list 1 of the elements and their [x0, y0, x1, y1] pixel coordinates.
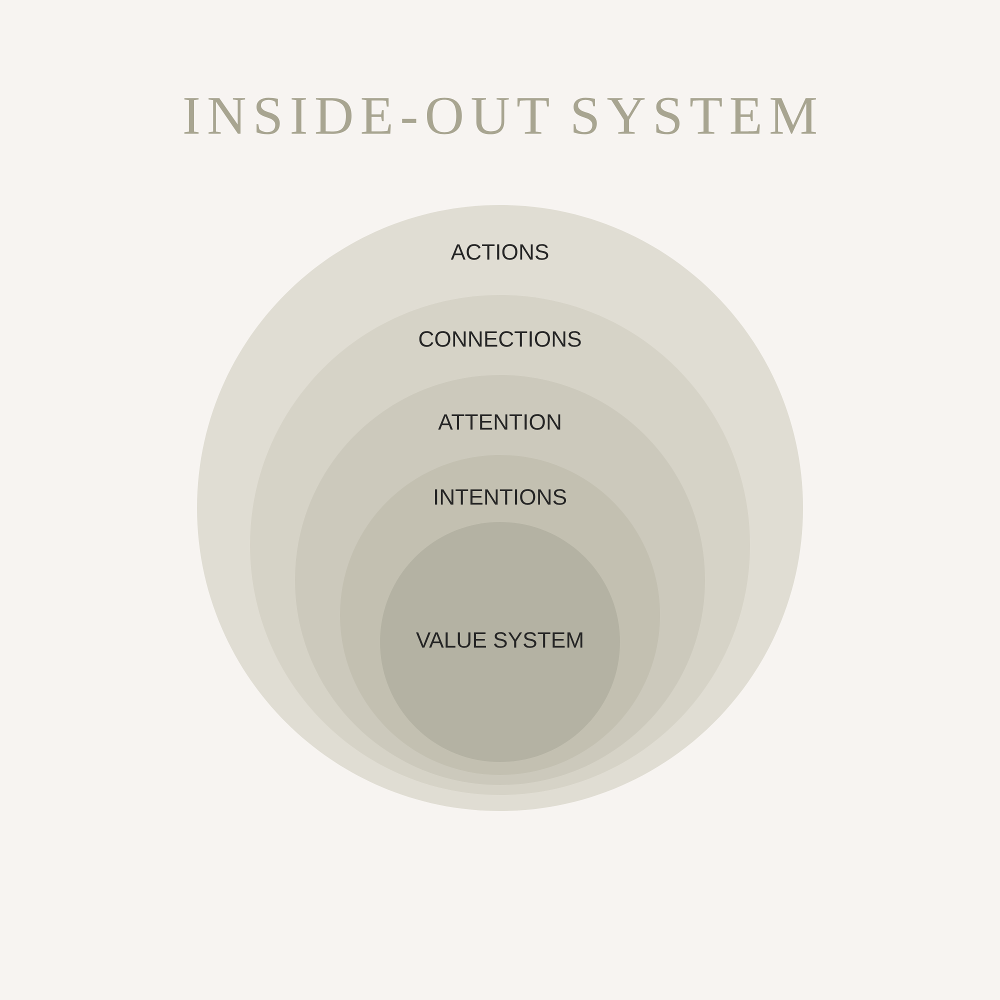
title: INSIDE-OUT SYSTEM [184, 98, 816, 134]
